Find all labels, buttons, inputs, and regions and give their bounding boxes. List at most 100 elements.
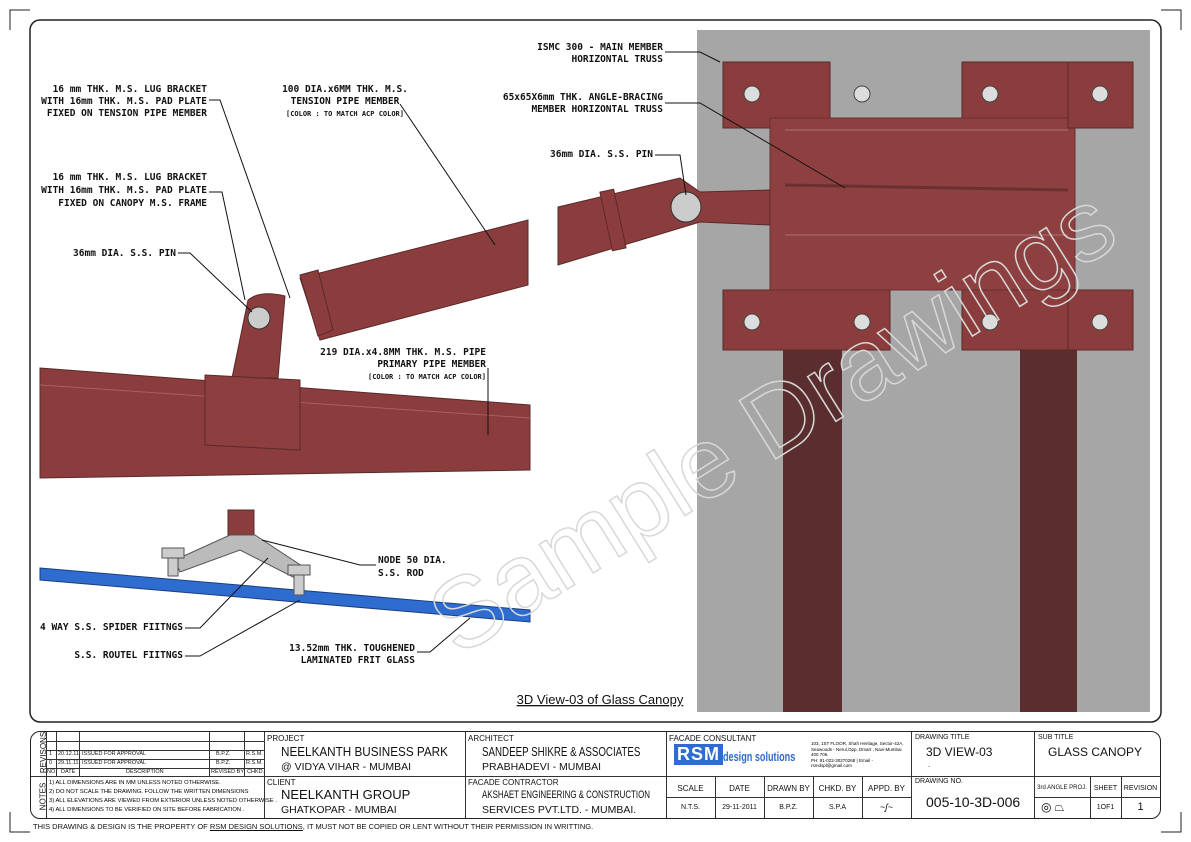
revision-no: 0 (49, 760, 53, 766)
sheet-corner-marks (9, 9, 1182, 833)
label-primary-pipe: 219 DIA.x4.8MM THK. M.S. PIPE (320, 347, 486, 358)
routel-icon (161, 547, 185, 559)
leader-lines (655, 51, 846, 196)
label-tension-pipe: 100 DIA.x6MM THK. M.S. (282, 84, 408, 95)
bolt-icon (981, 313, 999, 331)
revision-by: B.P.Z. (216, 751, 231, 757)
revision-desc: ISSUED FOR APPROVAL (82, 760, 147, 766)
header-rev: REVISED BY (211, 769, 245, 775)
revision-label: REVISION (1123, 785, 1158, 792)
address-line: Seawoods - Nerul,Opp. Dmart , Navi-Mumba… (811, 746, 902, 758)
pad-plate (204, 374, 301, 451)
footer-text: THIS DRAWING & DESIGN IS THE PROPERTY OF (33, 822, 210, 831)
label-angle: MEMBER HORIZONTAL TRUSS (531, 104, 663, 115)
drawn-by-label: DRAWN BY (767, 784, 810, 793)
revision-chkd: R.S.M. (246, 760, 263, 766)
checked-by-value: S.P.A (829, 804, 846, 811)
header-chkd: CHKD. (247, 769, 265, 775)
label-tension-pipe: TENSION PIPE MEMBER (291, 96, 400, 107)
revision-value: 1 (1137, 801, 1144, 813)
checked-by-label: CHKD. BY (818, 784, 857, 793)
leader-lines (178, 99, 496, 657)
bolt-icon (743, 85, 761, 103)
label-routel: S.S. ROUTEL FIITNGS (74, 650, 183, 661)
date-value: 29-11-2011 (722, 804, 757, 811)
pipe-collar (299, 269, 334, 337)
client-location: GHATKOPAR - MUMBAI (281, 804, 397, 816)
node-rod (227, 509, 255, 539)
angle-bracing (784, 183, 1069, 192)
label-lug-tension: 16 mm THK. M.S. LUG BRACKET (53, 84, 208, 95)
drawing-title-label: DRAWING TITLE (915, 734, 970, 741)
revision-desc: ISSUED FOR APPROVAL (82, 751, 147, 757)
drawing-no-label: DRAWING NO. (915, 778, 963, 785)
note: 3) ALL ELEVATIONS ARE VIEWED FROM EXTERI… (49, 798, 277, 804)
label-lug-tension: FIXED ON TENSION PIPE MEMBER (47, 108, 207, 119)
bolt-icon (853, 313, 871, 331)
pipe-collar (599, 188, 627, 252)
drawing-border (29, 19, 1162, 723)
label-pin: 36mm DIA. S.S. PIN (73, 248, 176, 259)
drawing-title-line2: . (928, 760, 931, 769)
label-node: NODE 50 DIA. (378, 555, 447, 566)
drawn-by-value: B.P.Z. (779, 804, 798, 811)
sheet-label: SHEET (1093, 785, 1118, 792)
column-left (783, 292, 842, 712)
approved-by-label: APPD. BY (868, 784, 905, 793)
header-no: NO. (47, 769, 57, 775)
label-lug-canopy: 16 mm THK. M.S. LUG BRACKET (53, 172, 208, 183)
architect-location: PRABHADEVI - MUMBAI (482, 761, 602, 773)
bolt-icon (981, 85, 999, 103)
consultant-name: design solutions (723, 749, 796, 764)
label-pin: 36mm DIA. S.S. PIN (550, 149, 653, 160)
contractor-label: FACADE CONTRACTOR (468, 778, 559, 787)
contractor-location: SERVICES PVT.LTD. - MUMBAI. (482, 804, 637, 816)
revision-date: 29.11.11 (58, 760, 79, 766)
revision-by: B.P.Z. (216, 760, 231, 766)
revision-no: 1 (49, 751, 53, 757)
drawing-title: 3D VIEW-03 (926, 745, 993, 759)
footer-company: RSM DESIGN SOLUTIONS (209, 822, 303, 831)
label-angle: 65x65X6mm THK. ANGLE-BRACING (503, 92, 663, 103)
consultant-address: 103, 1ST FLOOR, Shah Heritage, Sector-42… (811, 741, 909, 769)
project-label: PROJECT (267, 734, 305, 743)
note: 2) DO NOT SCALE THE DRAWING. FOLLOW THE … (49, 789, 249, 795)
bolt-icon (743, 313, 761, 331)
spider-fitting (174, 534, 306, 579)
projection-label: 3rd ANGLE PROJ. (1037, 785, 1087, 791)
address-line: 103, 1ST FLOOR, Shah Heritage, Sector-42… (811, 741, 904, 746)
pin-icon (670, 191, 702, 223)
label-primary-pipe: [COLOR : TO MATCH ACP COLOR] (368, 373, 486, 381)
sheet-value: 1OF1 (1096, 804, 1115, 811)
glass-panel (39, 567, 531, 623)
header-desc: DESCRIPTION (126, 769, 164, 775)
address-line: PH: 91-022-30270268 | Email - rsmdspl@gm… (811, 757, 873, 769)
bolt-icon (853, 85, 871, 103)
note: 1) ALL DIMENSIONS ARE IN MM UNLESS NOTED… (49, 780, 221, 786)
scale-value: N.T.S. (680, 804, 701, 811)
notes-label: NOTES (38, 782, 48, 811)
label-lug-tension: WITH 16mm THK. M.S. PAD PLATE (41, 96, 207, 107)
label-tension-pipe: [COLOR : TO MATCH ACP COLOR] (286, 110, 404, 118)
approval-signature: ~ʃ~ (879, 802, 894, 812)
date-label: DATE (729, 784, 750, 793)
label-ismc: ISMC 300 - MAIN MEMBER (537, 42, 663, 53)
routel-icon (167, 557, 179, 577)
label-glass: LAMINATED FRIT GLASS (301, 655, 416, 666)
right-view: ISMC 300 - MAIN MEMBER HORIZONTAL TRUSS … (503, 30, 1150, 712)
pin-icon (247, 306, 271, 330)
divider (31, 776, 696, 777)
label-primary-pipe: PRIMARY PIPE MEMBER (377, 359, 486, 370)
subtitle: GLASS CANOPY (1048, 745, 1143, 759)
divider (46, 732, 47, 818)
revision-date: 20.12.11 (58, 751, 80, 757)
subtitle-label: SUB TITLE (1038, 734, 1074, 741)
project-location: @ VIDYA VIHAR - MUMBAI (281, 761, 412, 773)
routel-icon (287, 564, 311, 576)
drawing-number: 005-10-3D-006 (926, 794, 1021, 810)
client-name: NEELKANTH GROUP (281, 787, 411, 802)
